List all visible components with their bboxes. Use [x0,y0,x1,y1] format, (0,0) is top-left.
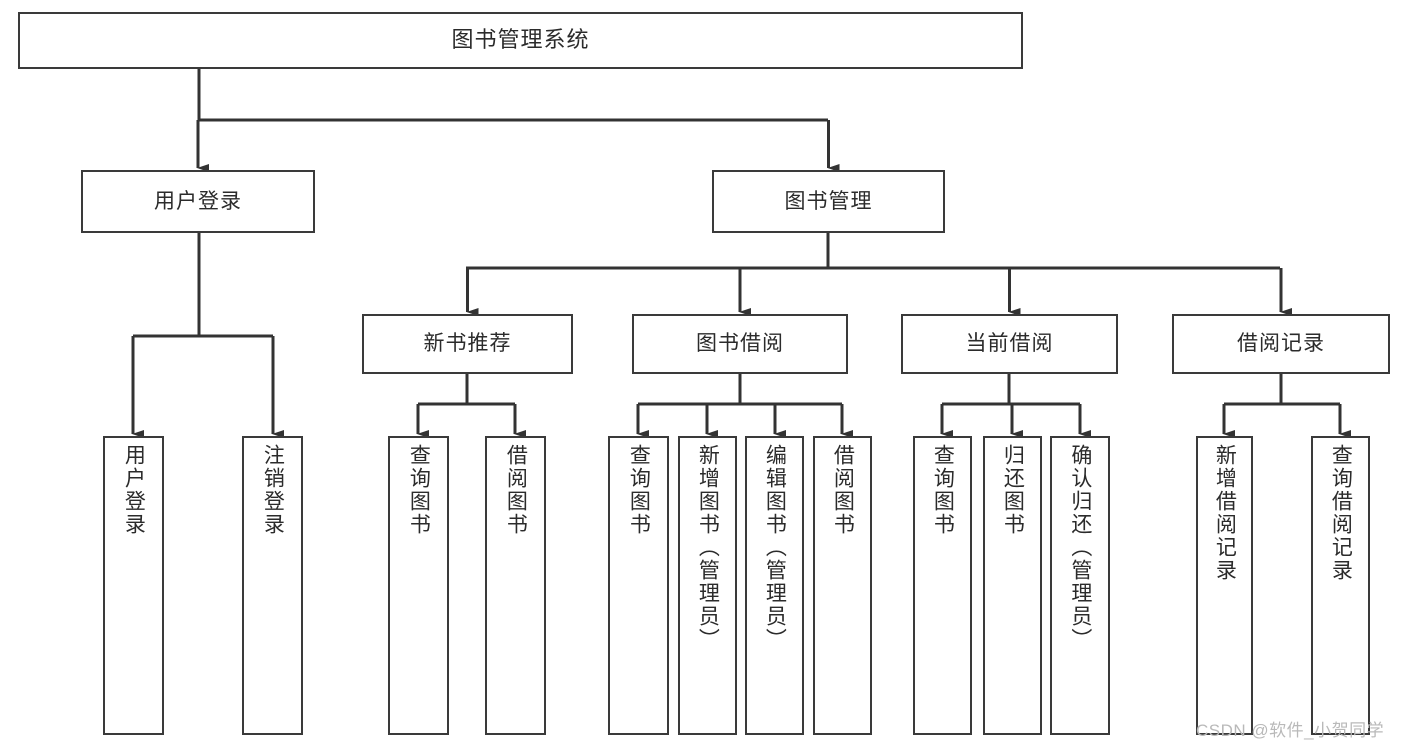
node-user-login[interactable]: 用户登录 [81,170,315,233]
node-leaf-return-book[interactable]: 归还图书 [983,436,1042,735]
node-new-book-recommend-label: 新书推荐 [423,332,512,356]
node-root-label: 图书管理系统 [451,27,590,53]
node-book-manage-label: 图书管理 [784,189,873,213]
node-book-manage[interactable]: 图书管理 [712,170,945,233]
node-leaf-query-book-2[interactable]: 查询图书 [608,436,669,735]
node-leaf-add-record-label: 新增借阅记录 [1213,444,1237,582]
node-leaf-borrow-book-2[interactable]: 借阅图书 [813,436,872,735]
node-borrow-record[interactable]: 借阅记录 [1172,314,1390,374]
node-user-login-label: 用户登录 [154,189,242,213]
node-leaf-query-book-3-label: 查询图书 [931,444,955,536]
node-leaf-borrow-book-1-label: 借阅图书 [504,444,528,536]
node-leaf-query-record[interactable]: 查询借阅记录 [1311,436,1370,735]
node-leaf-return-book-label: 归还图书 [1001,444,1025,536]
node-leaf-add-book-label: 新增图书（管理员） [696,444,720,651]
node-book-borrow[interactable]: 图书借阅 [632,314,848,374]
node-current-borrow[interactable]: 当前借阅 [901,314,1118,374]
node-leaf-query-book-1-label: 查询图书 [407,444,431,536]
node-leaf-user-login-label: 用户登录 [122,444,146,536]
node-leaf-confirm-return[interactable]: 确认归还（管理员） [1050,436,1110,735]
node-leaf-add-record[interactable]: 新增借阅记录 [1196,436,1253,735]
node-new-book-recommend[interactable]: 新书推荐 [362,314,573,374]
node-root[interactable]: 图书管理系统 [18,12,1023,69]
node-leaf-borrow-book-1[interactable]: 借阅图书 [485,436,546,735]
node-leaf-query-book-3[interactable]: 查询图书 [913,436,972,735]
node-leaf-add-book[interactable]: 新增图书（管理员） [678,436,737,735]
node-leaf-user-logout-label: 注销登录 [261,444,285,536]
node-leaf-edit-book[interactable]: 编辑图书（管理员） [745,436,804,735]
node-book-borrow-label: 图书借阅 [696,332,784,356]
node-leaf-confirm-return-label: 确认归还（管理员） [1068,444,1092,651]
node-leaf-borrow-book-2-label: 借阅图书 [831,444,855,536]
node-leaf-edit-book-label: 编辑图书（管理员） [763,444,787,651]
node-current-borrow-label: 当前借阅 [965,332,1054,356]
node-leaf-query-book-2-label: 查询图书 [627,444,651,536]
node-leaf-query-record-label: 查询借阅记录 [1329,444,1353,582]
node-leaf-user-login[interactable]: 用户登录 [103,436,164,735]
node-leaf-user-logout[interactable]: 注销登录 [242,436,303,735]
csdn-watermark: CSDN @软件_小贺同学 [1196,721,1385,740]
node-leaf-query-book-1[interactable]: 查询图书 [388,436,449,735]
node-borrow-record-label: 借阅记录 [1237,332,1325,356]
